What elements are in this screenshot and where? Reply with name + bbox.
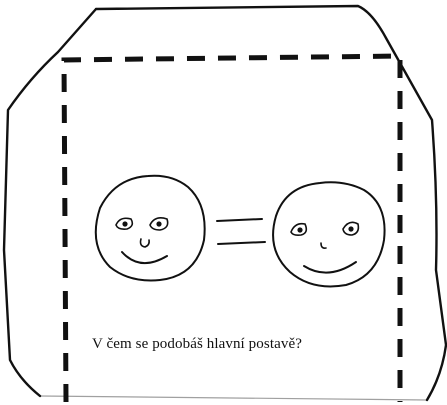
right-face-mouth xyxy=(303,261,357,274)
worksheet-prompt: V čem se podobáš hlavní postavě? xyxy=(92,336,302,352)
left-face-eye-right xyxy=(149,217,169,231)
equals-top-line xyxy=(216,218,263,222)
right-face-eye-right xyxy=(342,221,360,236)
left-face-drawing xyxy=(94,174,206,282)
left-face-pupil-left xyxy=(122,221,128,227)
right-face-pupil-right xyxy=(348,226,354,232)
card-bottom-edge xyxy=(39,395,428,401)
right-face-drawing xyxy=(272,181,386,288)
dashed-inner-border xyxy=(61,53,403,403)
right-face-outline xyxy=(272,181,386,288)
right-face-nose xyxy=(320,242,327,249)
equals-sign-drawing xyxy=(216,218,266,245)
right-face-eye-left xyxy=(290,222,308,236)
left-face-outline xyxy=(94,174,206,282)
left-face-eye-left xyxy=(115,217,134,230)
left-face-nose xyxy=(139,238,150,248)
equals-bottom-line xyxy=(217,241,266,245)
right-face-pupil-left xyxy=(297,227,303,233)
left-face-mouth xyxy=(121,251,168,264)
card-outer-border xyxy=(2,4,447,402)
left-face-pupil-right xyxy=(156,221,162,227)
